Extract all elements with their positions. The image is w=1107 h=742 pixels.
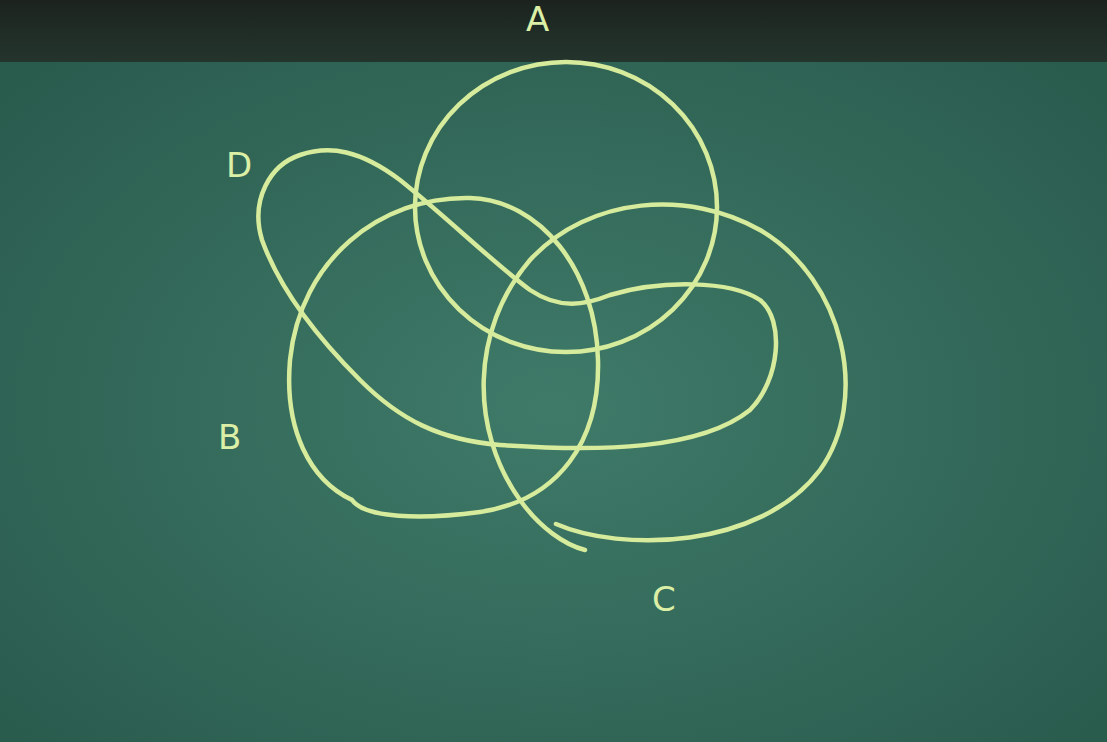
loop-label: C	[652, 582, 676, 616]
loop-label: D	[226, 148, 252, 182]
loop-label: B	[218, 420, 241, 454]
loop-label: A	[526, 2, 549, 36]
loop-c	[484, 205, 846, 550]
loop-d	[258, 150, 776, 448]
loop-a	[415, 62, 717, 352]
board-top-edge	[0, 0, 1107, 62]
